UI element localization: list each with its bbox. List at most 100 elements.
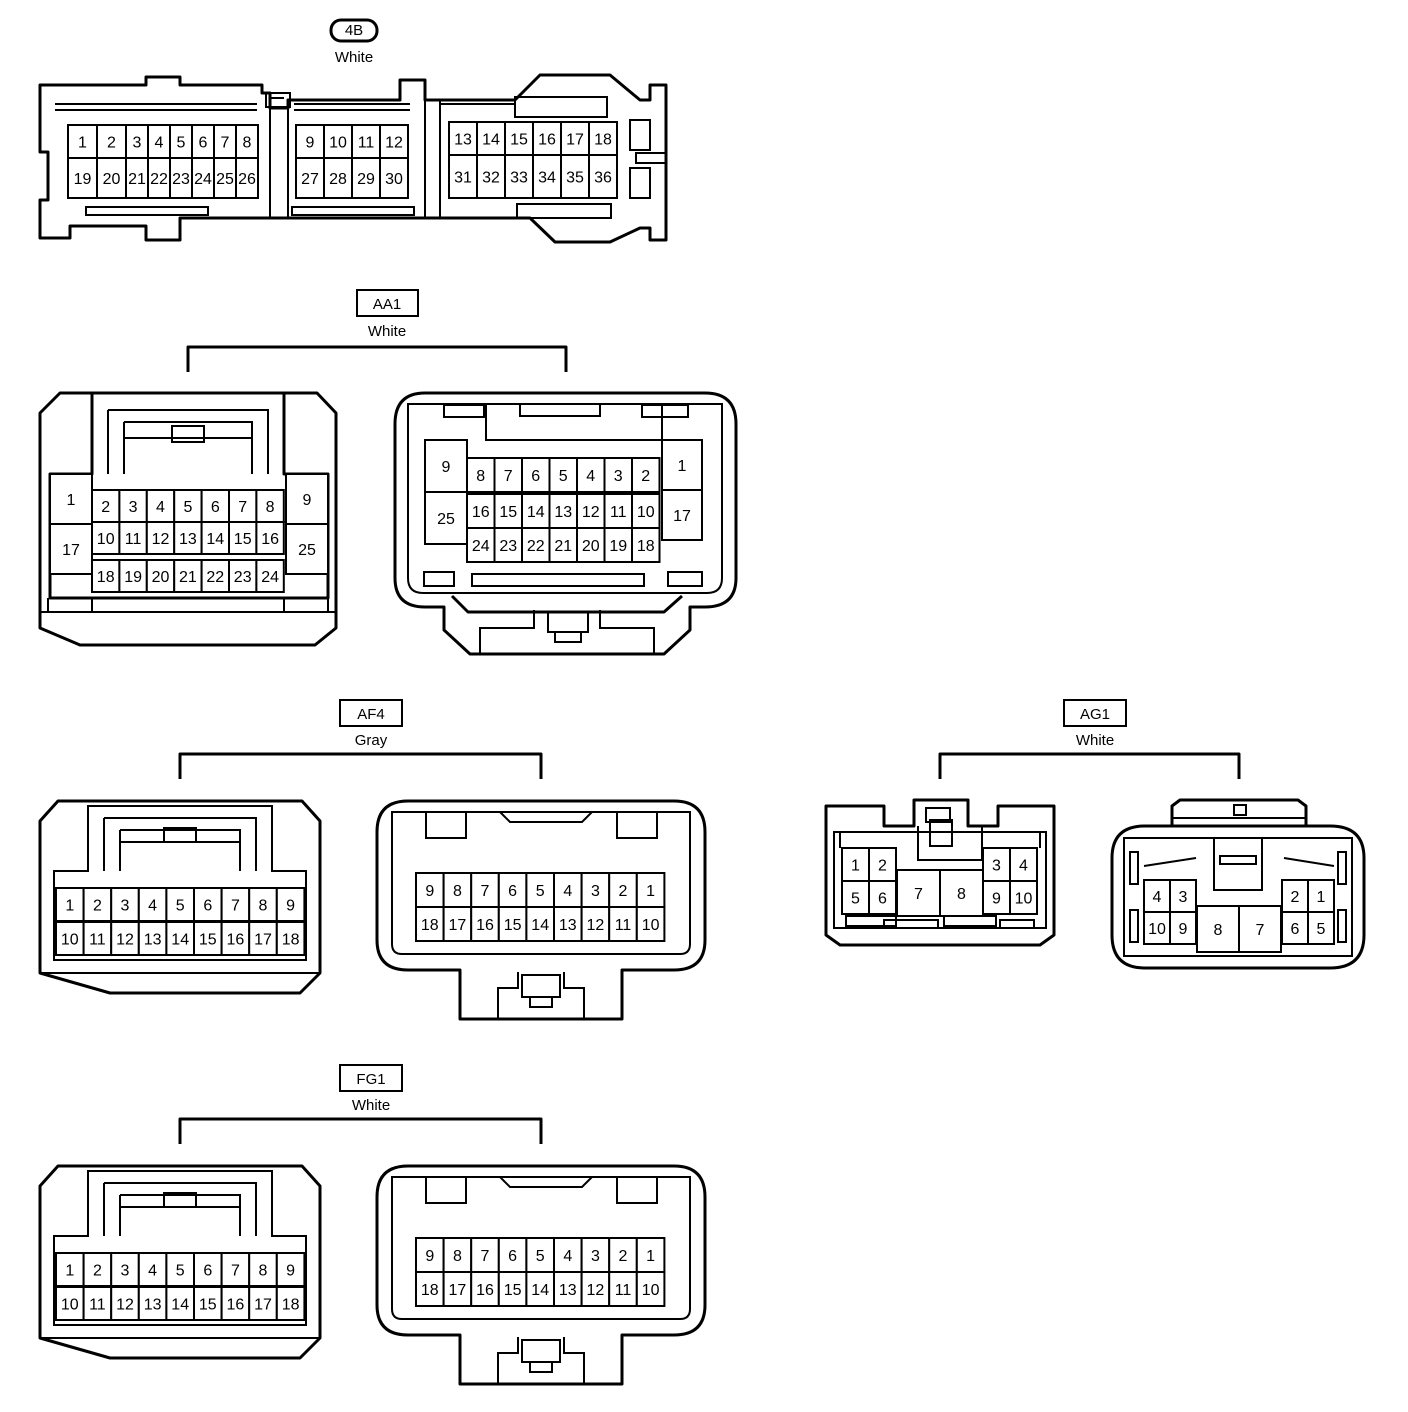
connector-AF4-color: Gray [355,732,388,749]
pin-AF4-v2-16-cell [470,906,500,942]
pin-FG1-v2-12: 12 [587,1282,605,1299]
pin-4B-v1-6: 6 [199,134,208,151]
pin-AA1-v2-15: 15 [499,504,517,521]
pin-AF4-v2-1: 1 [646,883,655,900]
pin-4B-v1-28-cell [323,157,353,199]
pin-AF4-v1-11: 11 [89,931,106,948]
pin-AA1-v2-7: 7 [504,468,513,485]
pin-4B-v1-14: 14 [482,131,500,148]
pin-FG1-v2-8: 8 [453,1248,462,1265]
pin-AG1-v1-9-cell [982,880,1011,915]
pin-FG1-v2-1-cell [635,1237,666,1273]
pin-4B-v1-15: 15 [510,131,528,148]
pin-AF4-v1-9-cell [275,887,306,922]
pin-AF4-v1-12: 12 [116,931,134,948]
pin-AA1-v2-17-cell [661,489,703,541]
pin-4B-v1-18: 18 [594,131,612,148]
pin-AA1-v1-3-cell [118,489,148,523]
pin-4B-v1-16: 16 [538,131,556,148]
pin-4B-v1-26: 26 [238,171,256,188]
pin-FG1-v1-2: 2 [93,1262,102,1279]
pin-4B-v1-11-cell [351,124,381,159]
pin-AA1-v2-13: 13 [554,504,572,521]
pin-AA1-v1-19: 19 [124,569,142,586]
pin-AA1-v1-11: 11 [125,531,142,548]
pin-FG1-v1-14-cell [165,1286,195,1321]
connector-AA1-id: AA1 [373,296,401,313]
connector-AF4-bracket [178,752,543,779]
pin-AF4-v2-15: 15 [504,917,522,934]
pin-AG1-v1-6: 6 [878,890,887,907]
pin-FG1-v1-9: 9 [286,1262,295,1279]
pin-AA1-v2-1: 1 [678,458,687,475]
pin-AF4-v2-14: 14 [531,917,549,934]
pin-4B-v1-23: 23 [172,171,190,188]
pin-AA1-v1-16-cell [255,521,285,555]
pin-AG1-v1-4-cell [1009,847,1038,882]
pin-AG1-v1-2: 2 [878,857,887,874]
pin-AG1-v1-2-cell [868,847,897,882]
pin-AA1-v2-2-cell [631,457,661,493]
pin-4B-v1-27: 27 [301,171,319,188]
pin-AG1-v1-7-cell [896,869,941,917]
pin-AG1-v1-3-cell [982,847,1011,882]
pin-AG1-v1-4: 4 [1019,857,1028,874]
pin-AF4-v1-6-cell [193,887,223,922]
pin-AA1-v1-24-cell [255,559,285,593]
pin-AA1-v1-18-cell [91,559,121,593]
pin-AA1-v1-4: 4 [156,499,165,516]
pin-FG1-v1-18-cell [275,1286,306,1321]
pin-4B-v1-13: 13 [454,131,472,148]
connector-AA1-view2-housing [393,391,738,656]
pin-AF4-v2-13-cell [553,906,583,942]
pin-FG1-v1-4: 4 [148,1262,157,1279]
pin-AA1-v2-16-cell [466,493,496,529]
pin-AF4-v2-11: 11 [615,917,632,934]
pin-AA1-v2-24: 24 [472,538,490,555]
pin-4B-v1-7: 7 [221,134,230,151]
pin-AF4-v1-4: 4 [148,897,157,914]
connector-4B-color: White [335,49,373,66]
pin-4B-v1-1: 1 [78,134,87,151]
pin-AG1-v2-8: 8 [1214,922,1223,939]
pin-AA1-v1-18: 18 [97,569,115,586]
connector-4B: 4B White [38,18,668,244]
pin-AA1-v2-22: 22 [527,538,545,555]
pin-FG1-v1-15-cell [193,1286,223,1321]
pin-AF4-v1-12-cell [110,921,140,956]
pin-AA1-v2-14: 14 [527,504,545,521]
pin-4B-v1-2: 2 [107,134,116,151]
connector-AG1: AG1 White [824,699,1366,970]
pin-AG1-v2-2: 2 [1291,889,1300,906]
pin-AF4-v2-16: 16 [476,917,494,934]
pin-AA1-v2-25: 25 [437,511,455,528]
pin-AF4-v2-7: 7 [481,883,490,900]
pin-4B-v1-24: 24 [194,171,212,188]
pin-FG1-v1-18: 18 [282,1296,300,1313]
pin-AF4-v2-5-cell [525,872,556,908]
pin-AA1-v2-6: 6 [531,468,540,485]
pin-AA1-v1-2-cell [91,489,121,523]
pin-AF4-v1-16: 16 [227,931,245,948]
pin-FG1-v1-3: 3 [121,1262,130,1279]
pin-AF4-v2-13: 13 [559,917,577,934]
pin-FG1-v1-14: 14 [171,1296,189,1313]
pin-AF4-v1-15: 15 [199,931,217,948]
pin-AF4-v1-13: 13 [144,931,162,948]
pin-4B-v1-20: 20 [103,171,121,188]
pin-4B-v1-30: 30 [385,171,403,188]
pin-AG1-v1-8: 8 [957,886,966,903]
pin-AF4-v1-18: 18 [282,931,300,948]
pin-FG1-v2-5: 5 [536,1248,545,1265]
pin-AF4-v1-7: 7 [231,897,240,914]
pin-AF4-v1-10: 10 [61,931,79,948]
pin-4B-v1-26-cell [235,157,259,199]
connector-AG1-tag [1063,699,1127,727]
pin-FG1-v1-6-cell [193,1252,223,1287]
pin-4B-v1-5: 5 [177,134,186,151]
pin-AA1-v2-5: 5 [559,468,568,485]
pin-FG1-v2-3: 3 [591,1248,600,1265]
pin-4B-v1-31-cell [448,154,478,199]
pin-AF4-v2-12: 12 [587,917,605,934]
